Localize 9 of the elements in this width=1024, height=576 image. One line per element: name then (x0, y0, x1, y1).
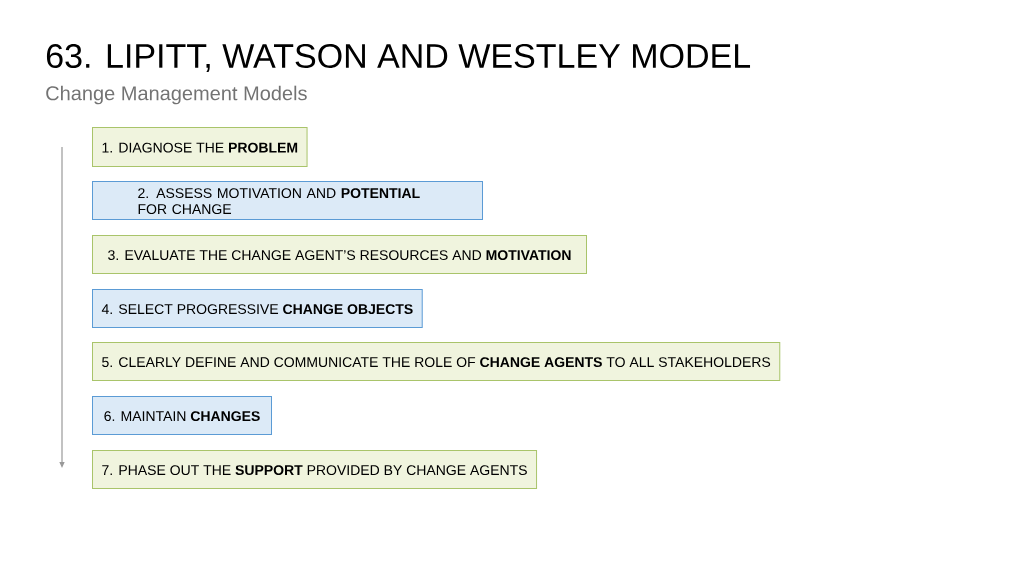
step-box: 5. CLEARLY DEFINE AND COMMUNICATE THE ROLE OF CHANGE AGENTS TO ALL STAKEHOLDERS (92, 342, 781, 381)
step-box: 1. DIAGNOSE THE PROBLEM (92, 127, 308, 167)
step-box: 3. EVALUATE THE CHANGE AGENT’S RESOURCES AND MOTIVATION (92, 235, 587, 274)
step-box: 6. MAINTAIN CHANGES (92, 396, 272, 435)
step-box: 7. PHASE OUT THE SUPPORT PROVIDED BY CHANGE AGENTS (92, 450, 538, 489)
subtitle: Change Management Models (46, 85, 307, 105)
step-box: 2. ASSESS MOTIVATION AND POTENTIAL FOR CHANGE (92, 181, 483, 220)
title: 63. LIPITT, WATSON AND WESTLEY MODEL (46, 43, 751, 73)
step-box: 4. SELECT PROGRESSIVE CHANGE OBJECTS (92, 289, 423, 328)
